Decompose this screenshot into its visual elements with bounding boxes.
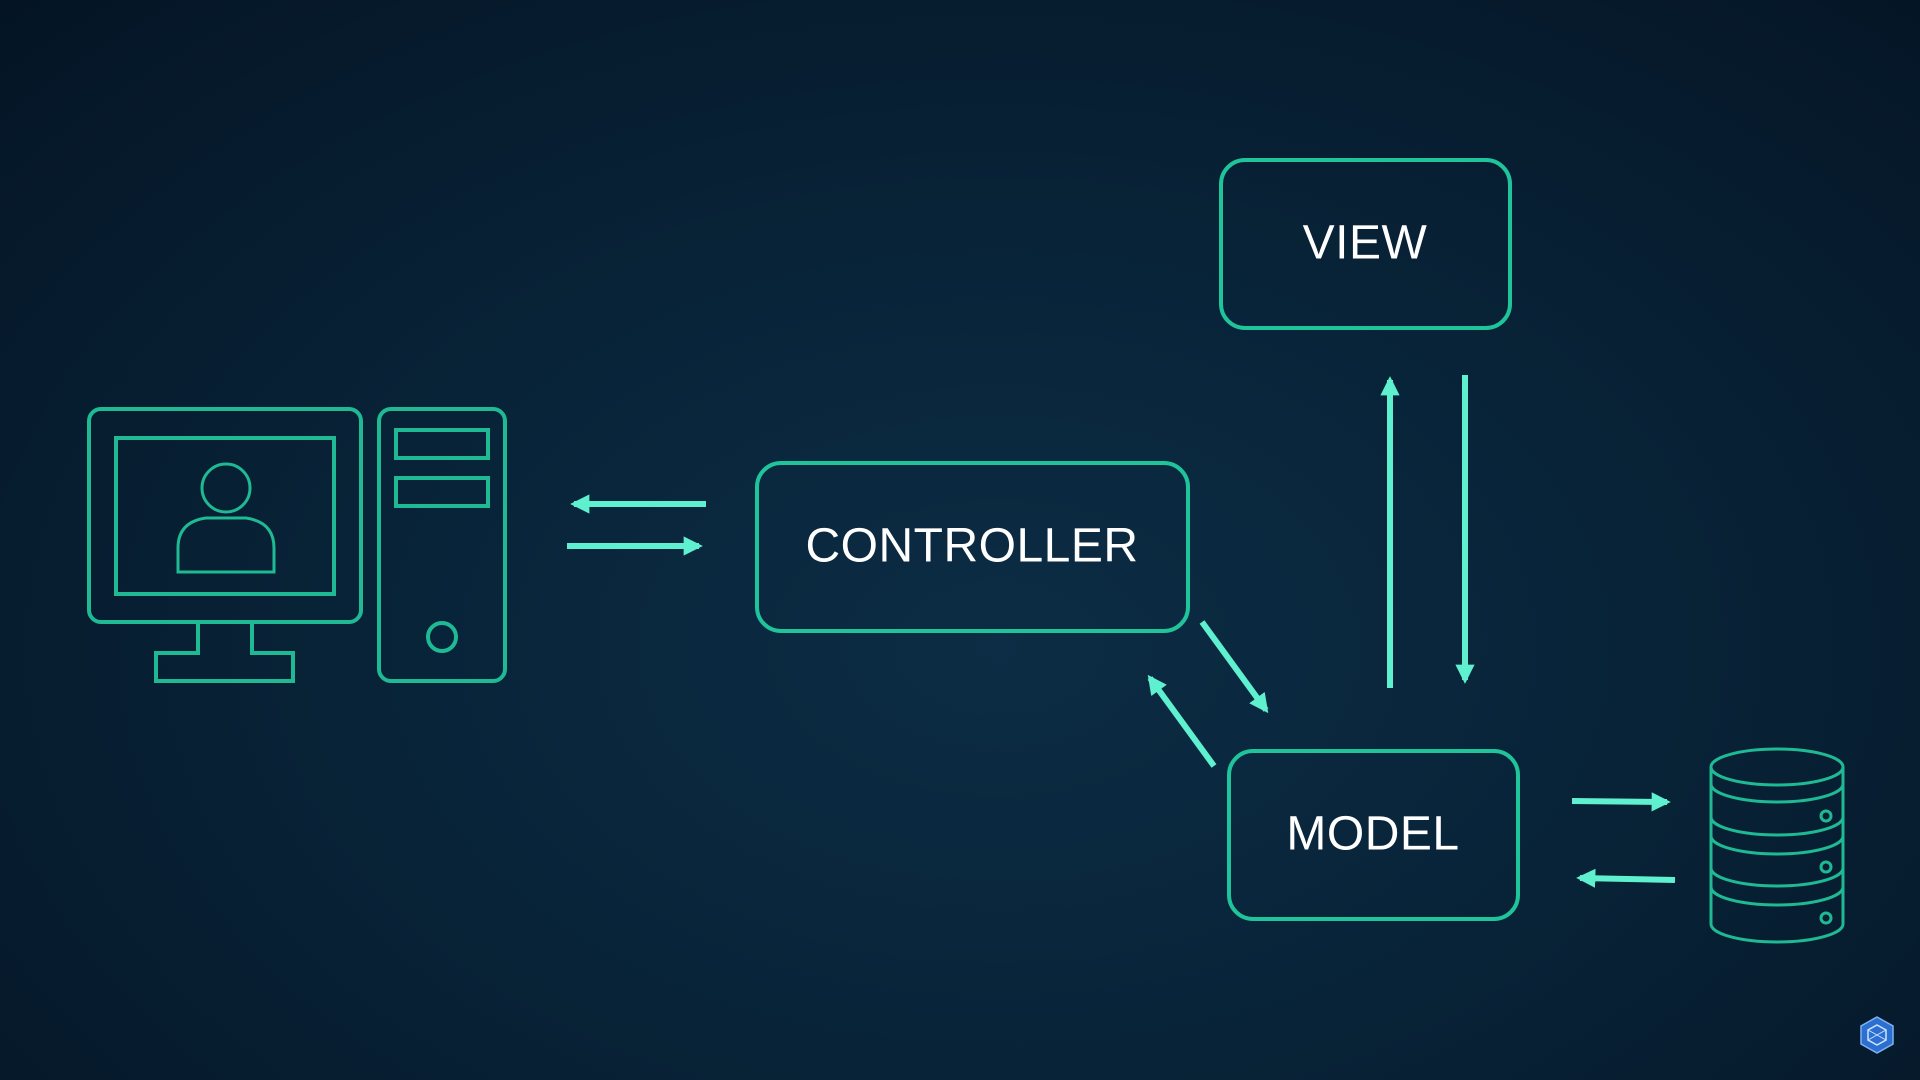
controller-node: CONTROLLER bbox=[755, 461, 1190, 633]
view-label: VIEW bbox=[1303, 217, 1428, 270]
arrow-model-to-controller bbox=[1147, 674, 1217, 768]
database-icon bbox=[1709, 747, 1845, 944]
arrow-database-to-model bbox=[1576, 868, 1676, 888]
model-label: MODEL bbox=[1286, 808, 1459, 861]
arrow-model-to-database bbox=[1571, 792, 1671, 812]
model-node: MODEL bbox=[1227, 749, 1520, 921]
hexagon-logo-icon bbox=[1860, 1016, 1894, 1054]
computer-user-icon bbox=[87, 407, 507, 683]
arrow-controller-to-model bbox=[1199, 620, 1269, 714]
view-node: VIEW bbox=[1219, 158, 1512, 330]
controller-label: CONTROLLER bbox=[805, 520, 1138, 573]
